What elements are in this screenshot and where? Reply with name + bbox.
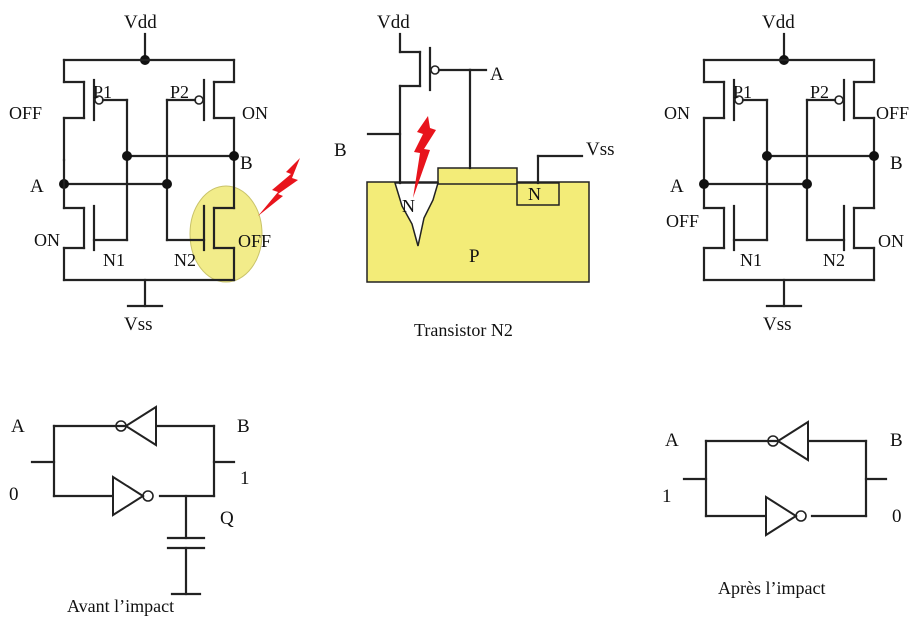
after-top-inverter	[776, 420, 809, 462]
left-sram-cell: Vdd	[9, 12, 300, 335]
top-inverter	[124, 405, 157, 447]
right-node-b: B	[890, 153, 903, 174]
before-val-right: 1	[240, 468, 250, 489]
mid-gate-a-label: A	[490, 64, 504, 85]
after-bottom-inverter	[765, 495, 798, 537]
latch-after-impact: A B 1 0 Après l’impact	[662, 420, 903, 598]
left-p1-label: P1	[93, 82, 112, 102]
latch-before-impact: A B 0 1 Q Avant l’impact	[9, 405, 250, 616]
mid-b-label: B	[334, 140, 347, 161]
before-a: A	[11, 416, 25, 437]
mid-caption: Transistor N2	[414, 320, 513, 340]
left-vss-label: Vss	[124, 314, 153, 335]
right-n1-label: N1	[740, 250, 762, 270]
left-p2-label: P2	[170, 82, 189, 102]
after-a: A	[665, 430, 679, 451]
before-q: Q	[220, 508, 234, 529]
mid-n-left-label: N	[402, 196, 415, 216]
left-n2-label: N2	[174, 250, 196, 270]
left-vdd-label: Vdd	[124, 12, 157, 33]
mid-n-right-label: N	[528, 184, 541, 204]
right-vdd-label: Vdd	[762, 12, 795, 33]
right-n2-state: ON	[878, 231, 904, 251]
left-n1-label: N1	[103, 250, 125, 270]
n2-impact-highlight	[189, 185, 263, 283]
after-val-left: 1	[662, 486, 672, 507]
left-lightning-bolt-icon	[258, 158, 300, 216]
left-p2-state: ON	[242, 103, 268, 123]
mid-lightning-bolt-icon	[413, 116, 436, 198]
right-node-a: A	[670, 176, 684, 197]
after-val-right: 0	[892, 506, 902, 527]
mid-p-label: P	[469, 246, 480, 267]
after-caption: Après l’impact	[718, 578, 825, 598]
right-n1-state: OFF	[666, 211, 699, 231]
right-n2-label: N2	[823, 250, 845, 270]
mid-vss-label: Vss	[586, 139, 615, 160]
right-p2-label: P2	[810, 82, 829, 102]
left-n-well	[393, 182, 440, 247]
right-p2-state: OFF	[876, 103, 909, 123]
left-node-b: B	[240, 153, 253, 174]
before-caption: Avant l’impact	[67, 596, 174, 616]
left-n2-state: OFF	[238, 231, 271, 251]
right-vss-label: Vss	[763, 314, 792, 335]
middle-transistor-section: N N P Vdd A B Vss Transistor N2	[334, 12, 615, 340]
left-node-a: A	[30, 176, 44, 197]
bottom-inverter	[112, 475, 145, 517]
mid-vdd-label: Vdd	[377, 12, 410, 33]
left-n1-state: ON	[34, 230, 60, 250]
right-p1-state: ON	[664, 103, 690, 123]
right-p1-label: P1	[733, 82, 752, 102]
right-sram-cell: Vdd	[664, 12, 909, 335]
after-b: B	[890, 430, 903, 451]
before-val-left: 0	[9, 484, 19, 505]
left-p1-state: OFF	[9, 103, 42, 123]
before-b: B	[237, 416, 250, 437]
